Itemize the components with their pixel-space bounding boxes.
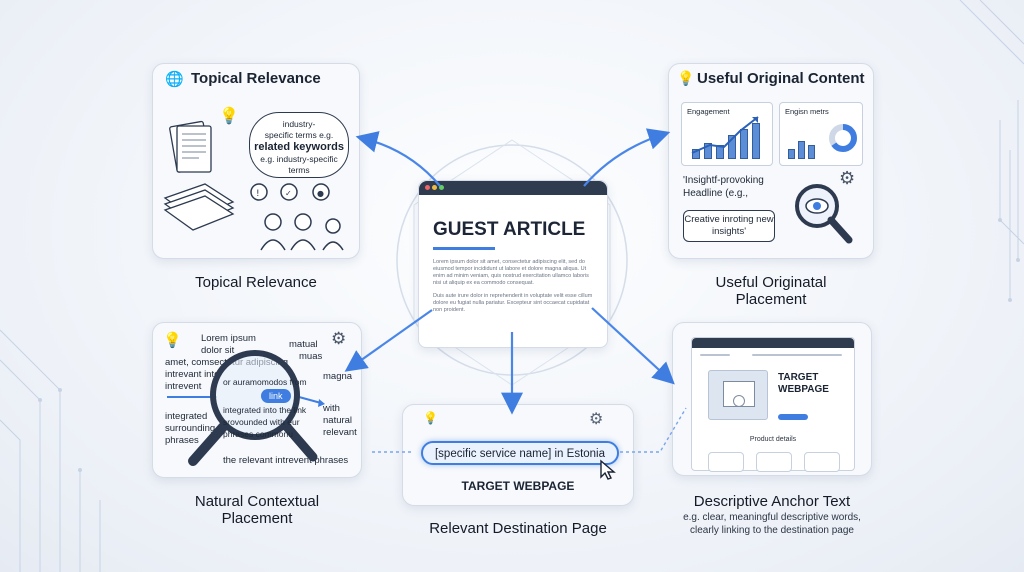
target-label-line-1: TARGET	[778, 372, 819, 383]
lens-text-1: or auramomodos from	[223, 377, 307, 387]
context-text-10: muas	[299, 351, 323, 362]
insights-bubble: Creative inroting new insights'	[683, 210, 775, 242]
lightbulb-icon: 💡	[163, 332, 182, 349]
magnifier-icon	[167, 350, 325, 466]
product-tile-3	[804, 452, 840, 472]
highlighted-link[interactable]: link	[261, 389, 291, 403]
svg-text:●: ●	[317, 189, 324, 198]
svg-text:!: !	[256, 189, 260, 199]
title-underline	[433, 247, 495, 250]
product-tile-1	[708, 452, 744, 472]
engagement-label: Engagement	[687, 107, 730, 116]
gear-icon: ⚙	[589, 411, 604, 428]
context-text-5: intrevent	[165, 381, 202, 392]
bubble-text-3: e.g. industry-specific	[260, 154, 338, 164]
natural-contextual-caption-2: Placement	[221, 510, 293, 527]
context-text-6: integrated	[165, 411, 208, 422]
context-text-9: matual	[289, 339, 318, 350]
natural-contextual-card: 💡 ⚙ Lorem ipsum dolor sit amet, comsecte…	[152, 322, 362, 478]
context-text-15: the relevant intrevent phrases	[223, 455, 349, 466]
bubble-text-1: industry-	[282, 119, 316, 129]
metrics-chart-panel: Engisn metrs	[779, 102, 863, 166]
trend-arrow-icon	[691, 116, 759, 154]
product-tile-2	[756, 452, 792, 472]
article-paragraph-2: Duis aute irure dolor in reprehenderit i…	[433, 293, 593, 313]
descriptive-anchor-caption: Descriptive Anchor Text	[693, 493, 851, 510]
descriptive-sub-caption-1: e.g. clear, meaningful descriptive words…	[683, 512, 861, 523]
bubble-text-2: specific terms e.g.	[264, 130, 334, 140]
gear-icon: ⚙	[331, 329, 347, 348]
descriptive-anchor-card: TARGET WEBPAGE Product details	[672, 322, 872, 476]
lightbulb-icon: 💡	[677, 70, 695, 86]
product-details-label: Product details	[749, 436, 797, 443]
gear-icon: ⚙	[839, 168, 856, 188]
mockup-titlebar	[692, 338, 854, 348]
topical-relevance-card: 🌐 Topical Relevance 💡 industry- specific…	[152, 63, 360, 259]
cursor-icon	[600, 459, 616, 480]
webpage-mockup: TARGET WEBPAGE Product details	[691, 337, 855, 472]
lens-text-3: srovounded with eur	[223, 417, 300, 427]
context-text-12: with	[323, 403, 340, 414]
engagement-bars	[690, 119, 766, 159]
lens-text-4: phrases commonu	[223, 429, 293, 439]
related-keywords-bubble: industry- specific terms e.g. related ke…	[249, 112, 349, 178]
arrow-to-topical	[355, 131, 441, 187]
people-icon: ! ✓ ●	[250, 183, 344, 251]
context-text-7: surrounding	[165, 423, 216, 434]
article-paragraph-1: Lorem ipsum dolor sit amet, consectetur …	[433, 259, 589, 286]
context-text-2: dolor sit	[201, 345, 235, 356]
svg-text:✓: ✓	[285, 189, 292, 198]
engagement-chart-panel: Engagement	[681, 102, 773, 166]
target-label-line-2: WEBPAGE	[778, 384, 829, 395]
documents-icon	[163, 120, 235, 231]
lens-text-2: integrated into the link	[223, 405, 307, 415]
lightbulb-icon: 💡	[423, 411, 438, 425]
mockup-cta-button[interactable]	[778, 414, 808, 420]
useful-original-content-card: 💡 Useful Original Content Engagement Eng…	[668, 63, 874, 259]
useful-original-content-title: Useful Original Content	[697, 70, 865, 87]
anchor-text-field[interactable]: [specific service name] in Estonia	[421, 441, 619, 465]
context-text-13: natural	[323, 415, 353, 426]
topical-relevance-caption: Topical Relevance	[195, 274, 317, 291]
arrow-to-original	[583, 128, 671, 187]
headline-text-1: 'Insightf-provoking Headline (e.g.,	[683, 175, 764, 199]
useful-original-caption-1: Useful Originatal	[715, 274, 827, 291]
hero-image-placeholder	[708, 370, 768, 420]
context-text-1: Lorem ipsum	[201, 333, 256, 344]
descriptive-sub-caption-2: clearly linking to the destination page	[690, 525, 854, 536]
context-text-14: relevant	[323, 427, 357, 438]
guest-article-title: GUEST ARTICLE	[433, 219, 586, 240]
natural-contextual-caption-1: Natural Contextual	[194, 493, 320, 510]
pie-chart-icon	[829, 124, 857, 152]
guest-article-window: GUEST ARTICLE Lorem ipsum dolor sit amet…	[418, 180, 608, 348]
context-text-11: magna	[323, 371, 353, 382]
bubble-text-4: terms	[288, 165, 310, 175]
destination-card: 💡 ⚙ [specific service name] in Estonia T…	[402, 404, 634, 506]
globe-icon: 🌐	[165, 71, 184, 88]
useful-original-caption-2: Placement	[735, 291, 807, 308]
bubble-main-text: related keywords	[254, 141, 344, 153]
topical-relevance-title: Topical Relevance	[191, 70, 321, 87]
target-webpage-label: TARGET WEBPAGE	[461, 479, 575, 493]
metrics-bars	[788, 129, 828, 159]
metrics-label: Engisn metrs	[785, 107, 829, 116]
destination-caption: Relevant Destination Page	[429, 520, 607, 537]
insights-text: Creative inroting new insights'	[684, 214, 774, 237]
browser-titlebar	[419, 181, 607, 195]
lightbulb-icon: 💡	[219, 108, 239, 125]
context-text-4: intrevant into	[165, 369, 220, 380]
magnifier-icon	[795, 184, 853, 244]
context-text-8: phrases	[165, 435, 199, 446]
